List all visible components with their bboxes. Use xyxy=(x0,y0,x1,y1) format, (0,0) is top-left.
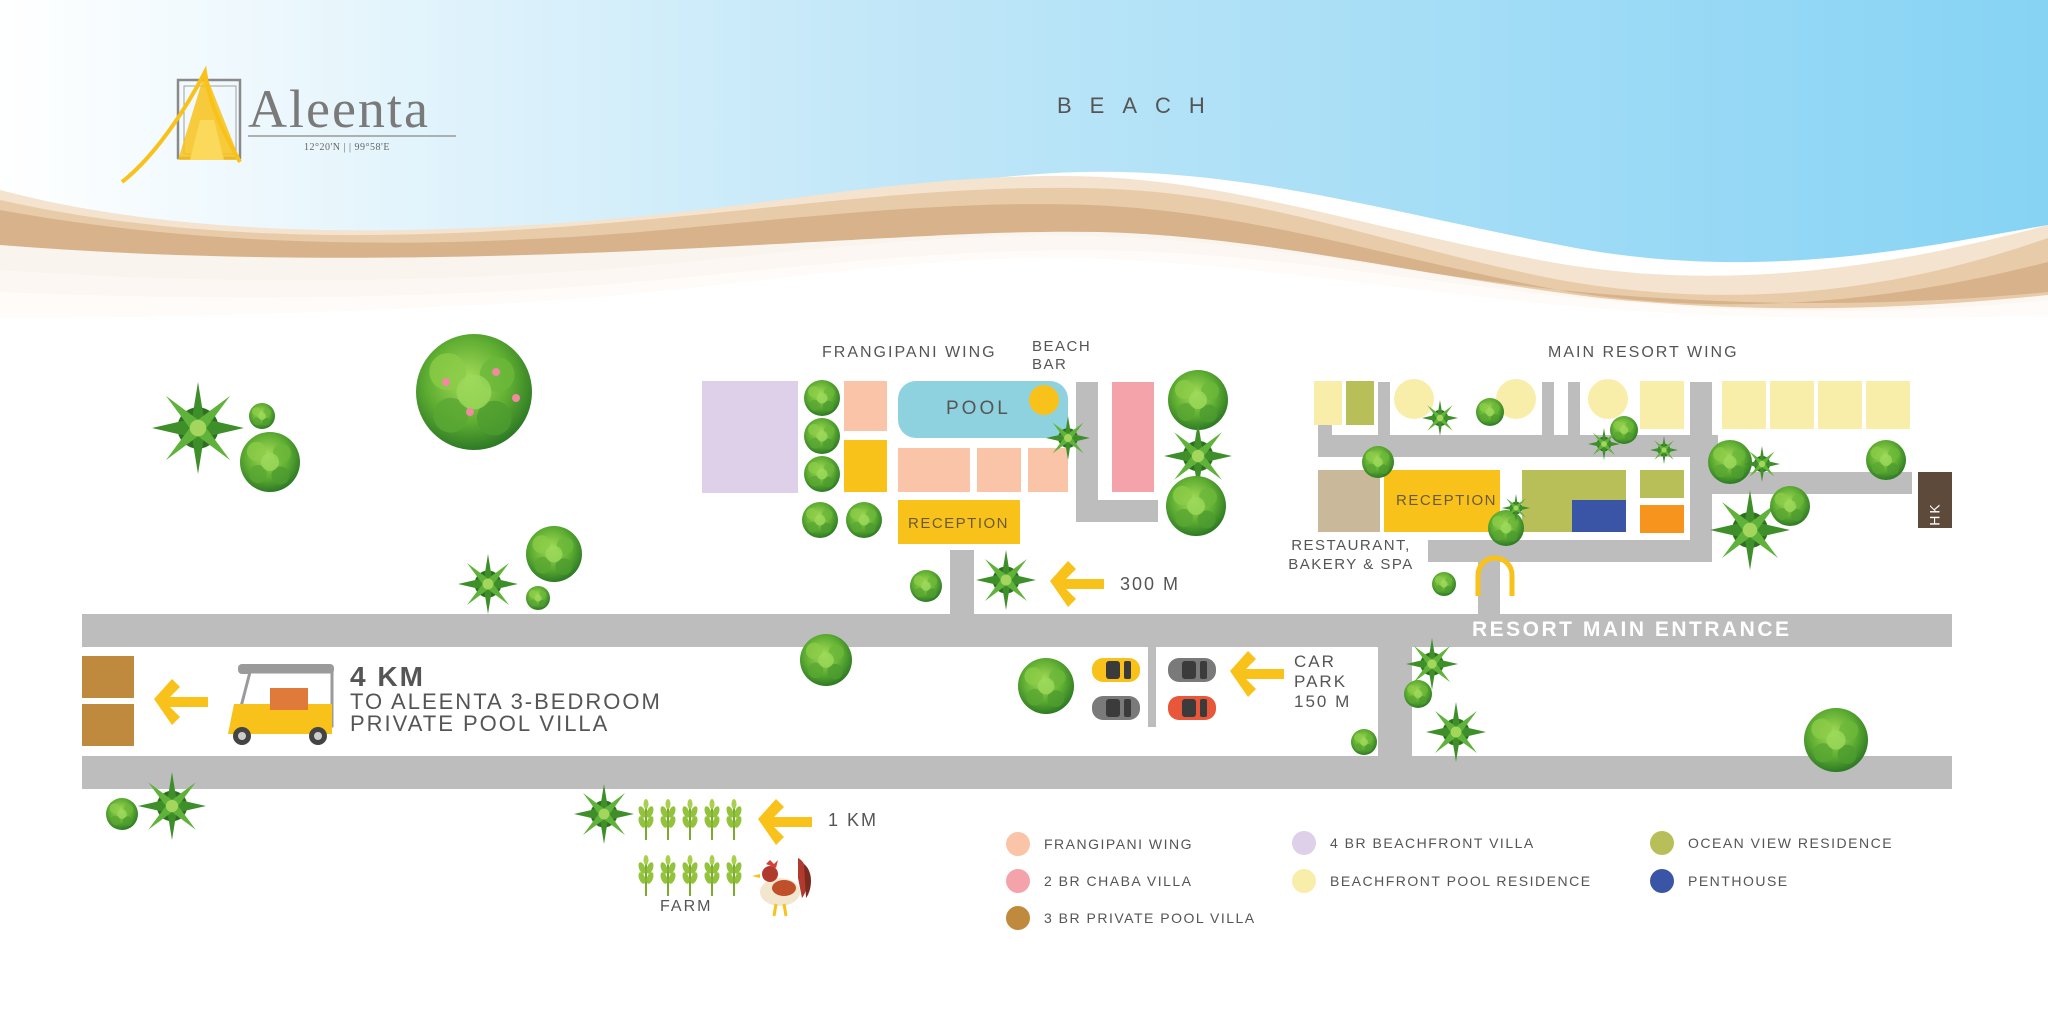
main-resort-wing-buildings xyxy=(1314,379,1952,596)
legend-item: BEACHFRONT POOL RESIDENCE xyxy=(1292,869,1592,893)
villa-destination-label: TO ALEENTA 3-BEDROOM PRIVATE POOL VILLA xyxy=(350,689,662,736)
restaurant-block xyxy=(1318,470,1380,532)
private-pool-villa-blocks xyxy=(82,656,134,746)
frangipani-wing-label: FRANGIPANI WING xyxy=(822,344,997,361)
farm-distance-label: 1 KM xyxy=(828,810,879,830)
sky-and-beach xyxy=(0,0,2048,330)
legend-item: FRANGIPANI WING xyxy=(1006,832,1193,856)
4br-beachfront-villa xyxy=(702,381,798,493)
main-reception-label: RECEPTION xyxy=(1396,492,1498,509)
legend-dot xyxy=(1006,869,1030,893)
car-park-label: CAR PARK 150 M xyxy=(1294,652,1352,711)
legend-item: 4 BR BEACHFRONT VILLA xyxy=(1292,831,1535,855)
legend-item: 3 BR PRIVATE POOL VILLA xyxy=(1006,906,1256,930)
legend-label: 2 BR CHABA VILLA xyxy=(1044,873,1193,889)
farm-crops xyxy=(636,798,744,897)
tuk-tuk-icon xyxy=(228,664,334,745)
main-reception-block xyxy=(1384,470,1500,532)
farm-label: FARM xyxy=(660,898,713,915)
main-road xyxy=(82,614,1952,647)
carpark-divider xyxy=(1148,647,1156,727)
legend-dot xyxy=(1650,869,1674,893)
frangipani-reception-label: RECEPTION xyxy=(908,515,1010,532)
beach-bar-label: BEACH BAR xyxy=(1032,338,1092,373)
2br-chaba-villa xyxy=(1112,382,1154,492)
legend-dot xyxy=(1292,869,1316,893)
resort-main-entrance-label: RESORT MAIN ENTRANCE xyxy=(1472,618,1792,641)
restaurant-bakery-spa-label: RESTAURANT, BAKERY & SPA xyxy=(1288,537,1414,573)
main-resort-wing-label: MAIN RESORT WING xyxy=(1548,344,1739,361)
legend-label: PENTHOUSE xyxy=(1688,873,1789,889)
frangipani-access xyxy=(950,550,974,616)
legend-label: BEACHFRONT POOL RESIDENCE xyxy=(1330,873,1592,889)
legend-dot xyxy=(1650,831,1674,855)
legend-label: 3 BR PRIVATE POOL VILLA xyxy=(1044,910,1256,926)
lower-road xyxy=(82,756,1952,789)
connector-road xyxy=(1378,647,1412,757)
legend-label: FRANGIPANI WING xyxy=(1044,836,1194,852)
logo-mark xyxy=(120,65,456,184)
brand-coordinates: 12°20'N | | 99°58'E xyxy=(304,142,390,153)
legend-label: OCEAN VIEW RESIDENCE xyxy=(1688,835,1894,851)
beach-label: BEACH xyxy=(1057,93,1223,118)
pool-shape xyxy=(898,381,1068,438)
villa-distance-label: 4 KM xyxy=(350,661,425,692)
penthouse-block xyxy=(1572,500,1626,532)
rooster-icon xyxy=(752,858,811,917)
legend-item: 2 BR CHABA VILLA xyxy=(1006,869,1193,893)
legend-dot xyxy=(1292,831,1316,855)
trees xyxy=(106,334,1906,844)
legend-label: 4 BR BEACHFRONT VILLA xyxy=(1330,835,1535,851)
brand-logo-name: Aleenta xyxy=(248,79,430,139)
legend-dot xyxy=(1006,906,1030,930)
pool-label: POOL xyxy=(946,398,1011,419)
hk-label: HK xyxy=(1926,502,1943,526)
legend-dot xyxy=(1006,832,1030,856)
reception-distance-label: 300 M xyxy=(1120,574,1181,594)
hk-block xyxy=(1918,472,1952,528)
frangipani-reception-block xyxy=(898,500,1020,544)
frangipani-wing-buildings xyxy=(702,381,1154,544)
legend-item: OCEAN VIEW RESIDENCE xyxy=(1650,831,1893,855)
legend-item: PENTHOUSE xyxy=(1650,869,1789,893)
